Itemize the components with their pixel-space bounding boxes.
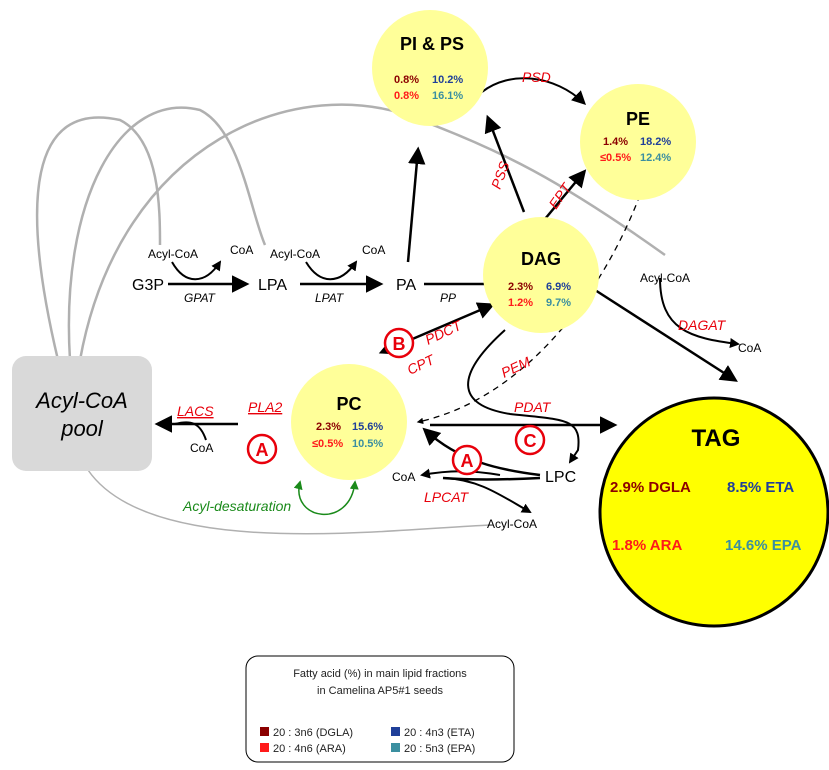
node-pc-ara: ≤0.5% — [312, 438, 343, 450]
marker-c-pdat: C — [514, 424, 546, 456]
legend-label-epa: 20 : 5n3 (EPA) — [404, 743, 475, 755]
pool-link-1 — [35, 116, 162, 361]
marker-b-pdct: B — [383, 327, 415, 359]
node-pc-dgla: 2.3% — [316, 421, 341, 433]
node-pe-dgla: 1.4% — [603, 136, 628, 148]
arrow-acyl-desaturation — [293, 480, 359, 516]
svg-text:C: C — [524, 431, 537, 451]
legend-title-line1: Fatty acid (%) in main lipid fractions — [293, 668, 467, 680]
node-tag-eta: 8.5% ETA — [727, 479, 794, 496]
marker-a-lpcat: A — [451, 444, 483, 476]
pool-link-4 — [87, 469, 491, 535]
enzyme-pem: PEM — [499, 353, 534, 380]
enzyme-ept: EPT — [545, 179, 575, 212]
legend-label-eta: 20 : 4n3 (ETA) — [404, 727, 475, 739]
svg-text:A: A — [461, 451, 474, 471]
legend-title-line2: in Camelina AP5#1 seeds — [317, 685, 443, 697]
arc-acylcoa-coa-2 — [305, 260, 358, 281]
node-pc-epa: 10.5% — [352, 438, 383, 450]
node-dag-ara: 1.2% — [508, 297, 533, 309]
pool-label-line1: Acyl-CoA — [34, 388, 128, 413]
kennedy-arrows — [154, 77, 740, 513]
node-pips-dgla: 0.8% — [394, 74, 419, 86]
label-g3p: G3P — [132, 277, 164, 294]
arc-pdat — [467, 329, 580, 464]
label-coa-lacs: CoA — [190, 441, 213, 455]
node-pe-circle — [580, 84, 696, 200]
label-acylcoa-1: Acyl-CoA — [148, 247, 198, 261]
node-pe-epa: 12.4% — [640, 152, 671, 164]
label-pa: PA — [396, 277, 416, 294]
enzyme-lpat: LPAT — [315, 291, 345, 305]
label-acylcoa-2: Acyl-CoA — [270, 247, 320, 261]
arrow-pips-pe — [481, 77, 587, 105]
svg-text:B: B — [393, 334, 406, 354]
arrow-lpc-pc — [442, 476, 541, 481]
node-pips-eta: 10.2% — [432, 74, 463, 86]
label-coa-1: CoA — [230, 243, 253, 257]
pool-link-2 — [67, 106, 267, 361]
node-pe-title: PE — [626, 109, 650, 129]
legend-swatch-ara — [260, 743, 269, 752]
legend-swatch-dgla — [260, 727, 269, 736]
label-lpa: LPA — [258, 277, 287, 294]
label-lpc: LPC — [545, 469, 576, 486]
label-coa-dagat: CoA — [738, 341, 761, 355]
node-dag-dgla: 2.3% — [508, 281, 533, 293]
node-dag-title: DAG — [521, 249, 561, 269]
legend-label-ara: 20 : 4n6 (ARA) — [273, 743, 346, 755]
arc-lacs — [174, 421, 207, 441]
enzyme-gpat: GPAT — [184, 291, 217, 305]
enzyme-pdat: PDAT — [514, 399, 552, 415]
legend: Fatty acid (%) in main lipid fractions i… — [245, 655, 515, 763]
label-coa-2: CoA — [362, 243, 385, 257]
node-dag-eta: 6.9% — [546, 281, 571, 293]
node-tag-epa: 14.6% EPA — [725, 537, 802, 554]
enzyme-lacs: LACS — [177, 403, 214, 419]
node-pe-ara: ≤0.5% — [600, 152, 631, 164]
label-coa-lpcat: CoA — [392, 470, 415, 484]
node-pc-circle — [291, 364, 407, 480]
node-tag-circle — [598, 396, 829, 628]
svg-text:A: A — [256, 440, 269, 460]
legend-label-dgla: 20 : 3n6 (DGLA) — [273, 727, 353, 739]
enzyme-cpt: CPT — [405, 351, 438, 378]
acyl-coa-pool — [12, 356, 152, 471]
marker-a-pla2: A — [246, 433, 278, 465]
node-pe-eta: 18.2% — [640, 136, 671, 148]
arrow-pa-pips — [406, 146, 426, 263]
node-pips-title: PI & PS — [400, 34, 464, 54]
node-tag-title: TAG — [692, 425, 741, 452]
legend-swatch-eta — [391, 727, 400, 736]
node-pc-title: PC — [336, 394, 361, 414]
node-pips-ara: 0.8% — [394, 90, 419, 102]
enzyme-pdct: PDCT — [423, 316, 466, 347]
node-pips-epa: 16.1% — [432, 90, 463, 102]
node-pips-circle — [372, 10, 488, 126]
arrow-dag-pips — [484, 114, 526, 213]
node-pc-eta: 15.6% — [352, 421, 383, 433]
legend-swatch-epa — [391, 743, 400, 752]
enzyme-pla2: PLA2 — [248, 399, 282, 415]
node-tag-ara: 1.8% ARA — [612, 537, 682, 554]
node-dag-circle — [483, 217, 599, 333]
arrow-dag-tag — [594, 288, 738, 382]
enzyme-psd: PSD — [522, 69, 551, 85]
enzyme-lpcat: LPCAT — [424, 489, 470, 505]
arc-acylcoa-coa-1 — [171, 260, 222, 281]
node-tag-dgla: 2.9% DGLA — [610, 479, 691, 496]
arrow-dag-pe — [539, 169, 587, 226]
enzyme-acyl-desaturation: Acyl-desaturation — [182, 498, 291, 514]
arc-dagat — [659, 277, 740, 348]
arrow-pem-dashed — [416, 194, 641, 425]
node-dag-epa: 9.7% — [546, 297, 571, 309]
enzyme-pp: PP — [440, 291, 456, 305]
label-acylcoa-dagat: Acyl-CoA — [640, 271, 690, 285]
pool-links — [35, 103, 666, 535]
label-acylcoa-lpcat: Acyl-CoA — [487, 517, 537, 531]
enzyme-dagat: DAGAT — [678, 317, 727, 333]
pool-link-3 — [78, 103, 666, 361]
pool-label-line2: pool — [60, 416, 104, 441]
